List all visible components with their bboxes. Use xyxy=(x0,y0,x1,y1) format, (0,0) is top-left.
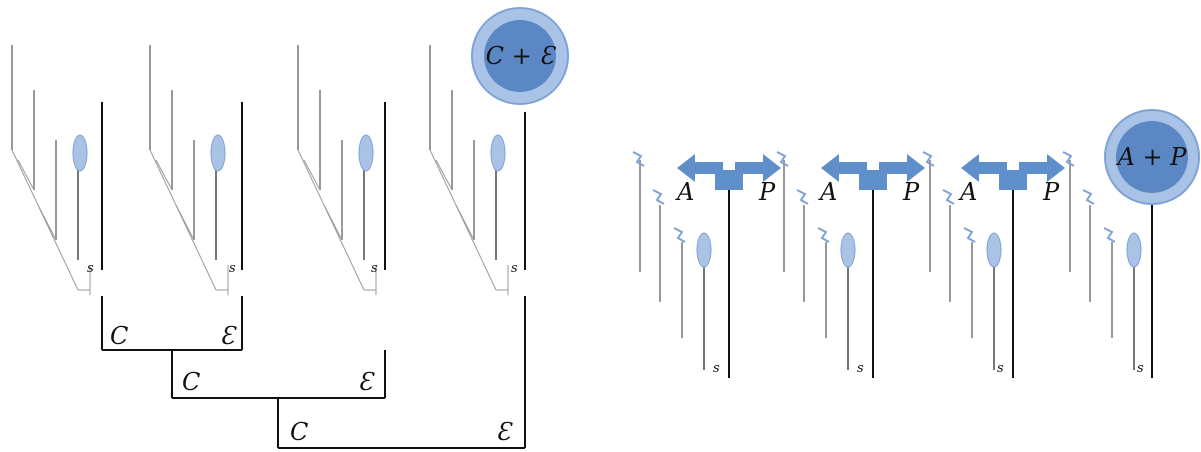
right-unit-1 xyxy=(632,151,712,371)
sketch-unit-1 xyxy=(11,44,91,296)
ap-circle-label: A + P xyxy=(1116,143,1188,171)
left-panel: s s s s C Ɛ C Ɛ C Ɛ C + Ɛ xyxy=(11,7,569,449)
ce-circle-label: C + Ɛ xyxy=(486,42,557,70)
c-label-1: C xyxy=(110,322,128,350)
right-s-label-1: s xyxy=(713,361,720,376)
a-label-1: A xyxy=(675,178,694,206)
p-label-3: P xyxy=(1042,178,1060,206)
cladogram xyxy=(101,296,526,449)
p-label-2: P xyxy=(902,178,920,206)
e-label-3: Ɛ xyxy=(496,418,513,446)
s-label-2: s xyxy=(229,261,236,276)
e-label-2: Ɛ xyxy=(358,368,375,396)
e-label-1: Ɛ xyxy=(220,322,237,350)
right-panel: A P A P A P s s s s A + P xyxy=(632,109,1200,378)
right-s-label-2: s xyxy=(857,361,864,376)
right-unit-2 xyxy=(776,151,856,371)
p-label-1: P xyxy=(758,178,776,206)
a-label-2: A xyxy=(818,178,837,206)
a-label-3: A xyxy=(958,178,977,206)
sketch-unit-3 xyxy=(297,44,377,296)
right-s-label-4: s xyxy=(1137,361,1144,376)
right-s-label-3: s xyxy=(997,361,1004,376)
sketch-unit-2 xyxy=(149,44,229,296)
c-label-2: C xyxy=(182,368,200,396)
s-label-4: s xyxy=(511,261,518,276)
s-label-3: s xyxy=(371,261,378,276)
s-label-1: s xyxy=(87,261,94,276)
ap-circle: A + P xyxy=(1104,109,1200,205)
ce-circle: C + Ɛ xyxy=(471,7,569,105)
c-label-3: C xyxy=(290,418,308,446)
